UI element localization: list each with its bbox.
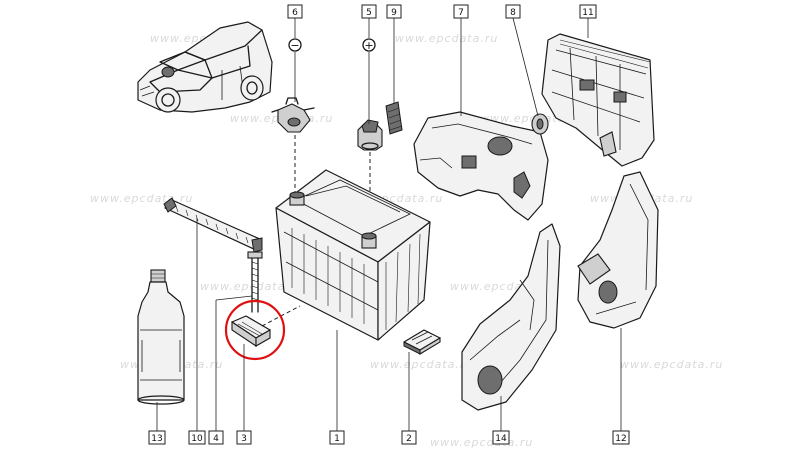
callout-14[interactable]: 14	[492, 430, 510, 445]
car-illustration	[137, 21, 273, 113]
part-4-stud-bolt[interactable]	[247, 251, 263, 313]
part-6-negative-clamp[interactable]: −	[271, 38, 315, 133]
battery-side	[377, 221, 431, 341]
highlight-circle-part-3	[224, 299, 286, 361]
part-13-fluid-bottle[interactable]	[137, 269, 185, 405]
callout-2[interactable]: 2	[401, 430, 417, 445]
part-10-strap[interactable]	[163, 197, 263, 253]
svg-text:4: 4	[213, 434, 219, 444]
part-11-battery-tray[interactable]	[541, 33, 655, 167]
part-12-support-bracket[interactable]	[577, 171, 659, 329]
watermark: www.epcdata.ru	[200, 280, 303, 293]
callout-3[interactable]: 3	[236, 430, 252, 445]
callout-5[interactable]: 5	[361, 4, 377, 19]
svg-text:14: 14	[495, 434, 507, 444]
part-5-positive-clamp[interactable]: +	[357, 38, 383, 151]
callout-8[interactable]: 8	[505, 4, 521, 19]
watermark: www.epcdata.ru	[395, 32, 498, 45]
part-3-hold-down-clamp[interactable]	[231, 315, 271, 348]
svg-text:11: 11	[582, 8, 593, 18]
svg-text:3: 3	[241, 434, 247, 444]
svg-text:13: 13	[151, 434, 162, 444]
svg-text:5: 5	[366, 8, 372, 18]
callout-4[interactable]: 4	[208, 430, 224, 445]
part-9-clip[interactable]	[385, 101, 403, 135]
callout-12[interactable]: 12	[612, 430, 630, 445]
part-14-side-panel[interactable]	[461, 223, 561, 411]
callout-9[interactable]: 9	[386, 4, 402, 19]
part-7-battery-cover[interactable]	[413, 111, 549, 221]
negative-symbol: −	[290, 39, 299, 52]
callout-13[interactable]: 13	[148, 430, 166, 445]
positive-symbol-ring	[362, 38, 376, 52]
watermark: www.epcdata.ru	[620, 358, 723, 371]
svg-text:12: 12	[615, 434, 626, 444]
callout-1[interactable]: 1	[329, 430, 345, 445]
callout-10[interactable]: 10	[188, 430, 206, 445]
part-2-terminal-cover[interactable]	[403, 329, 441, 355]
svg-text:8: 8	[510, 8, 516, 18]
svg-text:10: 10	[191, 434, 203, 444]
svg-text:7: 7	[458, 8, 464, 18]
part-1-battery[interactable]	[275, 169, 431, 341]
battery-location-marker	[161, 66, 175, 78]
callout-6[interactable]: 6	[287, 4, 303, 19]
svg-text:9: 9	[391, 8, 397, 18]
svg-text:1: 1	[334, 434, 340, 444]
watermark: www.epcdata.ru	[370, 358, 473, 371]
svg-text:2: 2	[406, 434, 412, 444]
leader-lines	[156, 17, 622, 431]
callout-7[interactable]: 7	[453, 4, 469, 19]
watermark: www.epcdata.ru	[430, 436, 533, 449]
svg-text:6: 6	[292, 8, 298, 18]
part-8-grommet[interactable]	[531, 113, 549, 135]
negative-symbol-ring	[288, 38, 302, 52]
callout-11[interactable]: 11	[579, 4, 597, 19]
positive-symbol: +	[364, 39, 373, 52]
